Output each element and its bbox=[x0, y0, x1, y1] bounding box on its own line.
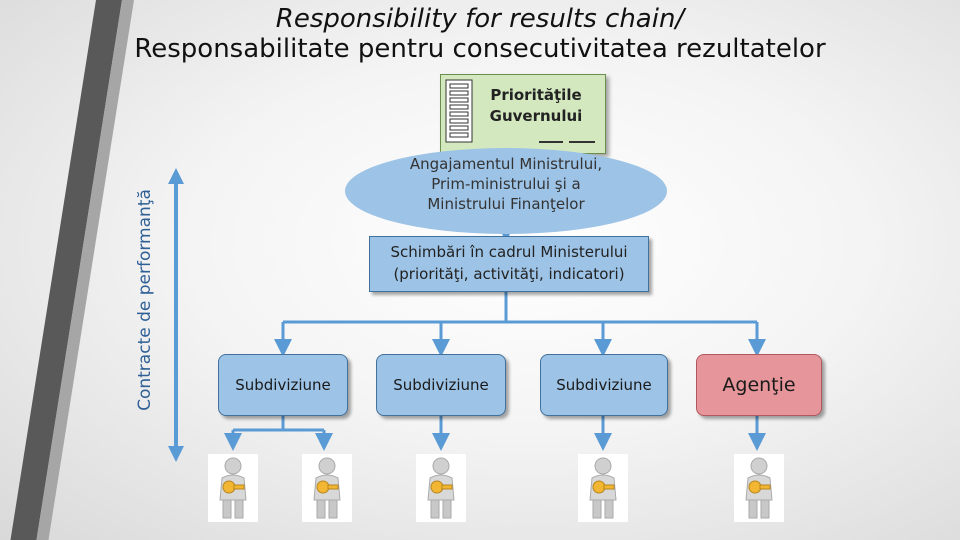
staff-figure-5 bbox=[734, 454, 784, 522]
agency-box: Agenţie bbox=[696, 354, 822, 416]
staff-figure-3 bbox=[416, 454, 466, 522]
government-priorities-document: Priorităţile Guvernului bbox=[440, 74, 606, 154]
changes-line-2: (priorităţi, activităţi, indicatori) bbox=[393, 265, 625, 283]
priorities-label: Priorităţile Guvernului bbox=[489, 86, 583, 125]
person-with-key-icon bbox=[745, 457, 773, 519]
commitment-line-3: Ministrului Finanţelor bbox=[427, 195, 585, 213]
commitment-ellipse bbox=[345, 148, 667, 234]
double-arrow-bottom-head bbox=[168, 446, 184, 462]
title-line-2: Responsabilitate pentru consecutivitatea… bbox=[134, 34, 826, 64]
person-with-key-icon bbox=[219, 457, 247, 519]
staff-figure-2 bbox=[302, 454, 352, 522]
subdivision-box-3: Subdiviziune bbox=[540, 354, 668, 416]
commitment-line-1: Angajamentul Ministrului, bbox=[409, 155, 603, 173]
staff-figure-4 bbox=[578, 454, 628, 522]
subdivision-box-1: Subdiviziune bbox=[218, 354, 348, 416]
changes-line-1: Schimbări în cadrul Ministerului bbox=[390, 243, 628, 261]
person-with-key-icon bbox=[589, 457, 617, 519]
person-with-key-icon bbox=[427, 457, 455, 519]
title-line-1: Responsibility for results chain/ bbox=[275, 4, 685, 34]
double-arrow-top-head bbox=[168, 168, 184, 184]
document-icon bbox=[445, 79, 473, 143]
subdivision-box-2: Subdiviziune bbox=[376, 354, 506, 416]
ministry-changes-box: Schimbări în cadrul Ministerului (priori… bbox=[369, 236, 649, 292]
commitment-line-2: Prim-ministrului şi a bbox=[431, 175, 581, 193]
performance-contracts-label: Contracte de performanţă bbox=[135, 189, 155, 411]
signature-lines bbox=[539, 141, 595, 143]
person-with-key-icon bbox=[313, 457, 341, 519]
commitment-label: Angajamentul Ministrului, Prim-ministrul… bbox=[345, 154, 667, 214]
staff-figure-1 bbox=[208, 454, 258, 522]
